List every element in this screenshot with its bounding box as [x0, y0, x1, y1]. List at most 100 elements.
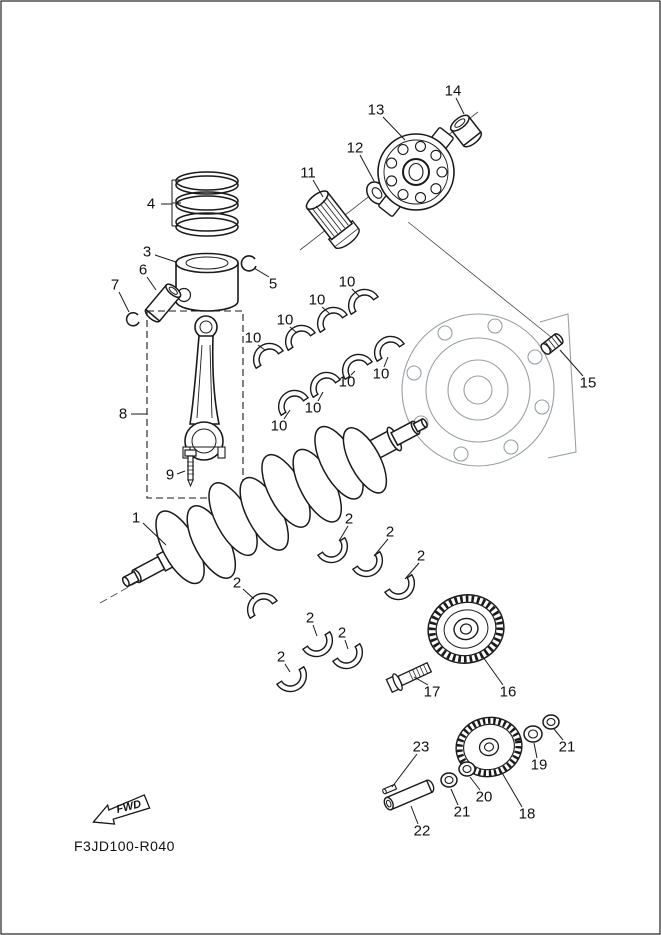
- callout-10: 10: [271, 418, 288, 435]
- piston-rings: [175, 171, 239, 237]
- callout-20: 20: [476, 789, 493, 806]
- callout-19: 19: [531, 757, 548, 774]
- oil-seal: [540, 333, 564, 355]
- callout-leader-2: [242, 588, 255, 600]
- drive-coupling: [305, 190, 360, 249]
- crankshaft: [121, 418, 428, 588]
- callout-leader-2: [312, 624, 318, 637]
- callout-leader-2: [338, 525, 349, 542]
- callout-10: 10: [305, 400, 322, 417]
- washer-21-left: [440, 772, 458, 788]
- callout-leader-10: [321, 306, 330, 314]
- callout-4: 4: [147, 196, 155, 213]
- circlip: [240, 255, 257, 272]
- callout-17: 17: [424, 684, 441, 701]
- crank-axis-dash-line: [99, 574, 151, 604]
- callout-leader-16: [482, 656, 504, 686]
- callout-12: 12: [347, 140, 364, 157]
- callout-7: 7: [111, 277, 119, 294]
- ring-callout-bracket: [161, 179, 181, 227]
- callout-2: 2: [277, 649, 285, 666]
- piston-pin: [144, 283, 182, 323]
- connecting-rod: [182, 315, 226, 461]
- drive-flange: [377, 127, 455, 217]
- callout-10: 10: [339, 374, 356, 391]
- washer-20: [458, 761, 476, 777]
- callout-leader-10: [350, 370, 356, 376]
- crankcase-outline: [401, 313, 577, 467]
- callout-2: 2: [306, 610, 314, 627]
- callout-2: 2: [338, 625, 346, 642]
- pulley-bolt: [385, 661, 433, 694]
- pin-clip: [125, 312, 140, 327]
- callout-15: 15: [580, 375, 597, 392]
- callout-leader-2: [404, 562, 420, 580]
- rod-bolt: [184, 449, 197, 488]
- callout-leader-2: [344, 639, 349, 650]
- callout-10: 10: [339, 274, 356, 291]
- callout-leader-7: [118, 291, 130, 313]
- callout-10: 10: [277, 312, 294, 329]
- callout-10: 10: [373, 366, 390, 383]
- rod-assembly-dashed-box: [146, 310, 244, 499]
- callout-leader-10: [351, 288, 360, 297]
- drawing-code: F3JD100-R040: [74, 838, 175, 854]
- callout-9: 9: [166, 467, 174, 484]
- callout-8: 8: [119, 406, 127, 423]
- callout-leader-6: [146, 276, 157, 291]
- callout-leader-23: [391, 753, 418, 788]
- callout-leader-17: [413, 676, 429, 686]
- callout-leader-21: [553, 728, 564, 741]
- callout-leader-13: [382, 116, 406, 141]
- callout-leader-19: [533, 742, 538, 759]
- callout-10: 10: [309, 292, 326, 309]
- callout-14: 14: [445, 83, 462, 100]
- callout-leader-11: [312, 179, 324, 198]
- callout-leader-2: [373, 538, 389, 557]
- callout-leader-21: [450, 788, 459, 806]
- callout-leader-9: [176, 470, 186, 475]
- callout-leader-3: [154, 254, 177, 263]
- callout-leader-14: [455, 97, 465, 115]
- callout-leader-1: [142, 522, 167, 546]
- callout-2: 2: [233, 575, 241, 592]
- callout-leader-18: [500, 770, 523, 808]
- callout-5: 5: [269, 276, 277, 293]
- callout-leader-10: [383, 356, 389, 368]
- callout-1: 1: [132, 510, 140, 527]
- callout-10: 10: [245, 330, 262, 347]
- callout-16: 16: [500, 684, 517, 701]
- callout-leader-15: [559, 349, 584, 377]
- callout-3: 3: [143, 244, 151, 261]
- driven-pulley: [427, 594, 505, 664]
- callout-13: 13: [368, 102, 385, 119]
- callout-leader-22: [410, 805, 419, 825]
- callout-2: 2: [386, 524, 394, 541]
- callout-leader-20: [469, 776, 481, 791]
- callout-leader-10: [289, 326, 298, 334]
- callout-leader-5: [253, 267, 270, 278]
- callout-leader-12: [359, 154, 375, 182]
- spacer-collar: [383, 779, 435, 811]
- callout-22: 22: [414, 823, 431, 840]
- dowel-pin: [382, 783, 398, 795]
- callout-21: 21: [454, 804, 471, 821]
- cap-14: [449, 114, 483, 148]
- callout-leader-10: [283, 409, 291, 420]
- seal-axis-line: [407, 221, 557, 342]
- washer-21-right: [542, 714, 560, 730]
- fwd-label: FWD: [115, 798, 142, 816]
- callout-leader-2: [284, 663, 291, 673]
- fwd-arrow: FWD: [92, 794, 151, 825]
- callout-2: 2: [345, 511, 353, 528]
- main-bearing-shells: [246, 282, 405, 416]
- callout-2: 2: [417, 548, 425, 565]
- callout-23: 23: [413, 739, 430, 756]
- drive-gear: [455, 716, 523, 778]
- callout-11: 11: [300, 165, 316, 182]
- callout-21: 21: [559, 739, 576, 756]
